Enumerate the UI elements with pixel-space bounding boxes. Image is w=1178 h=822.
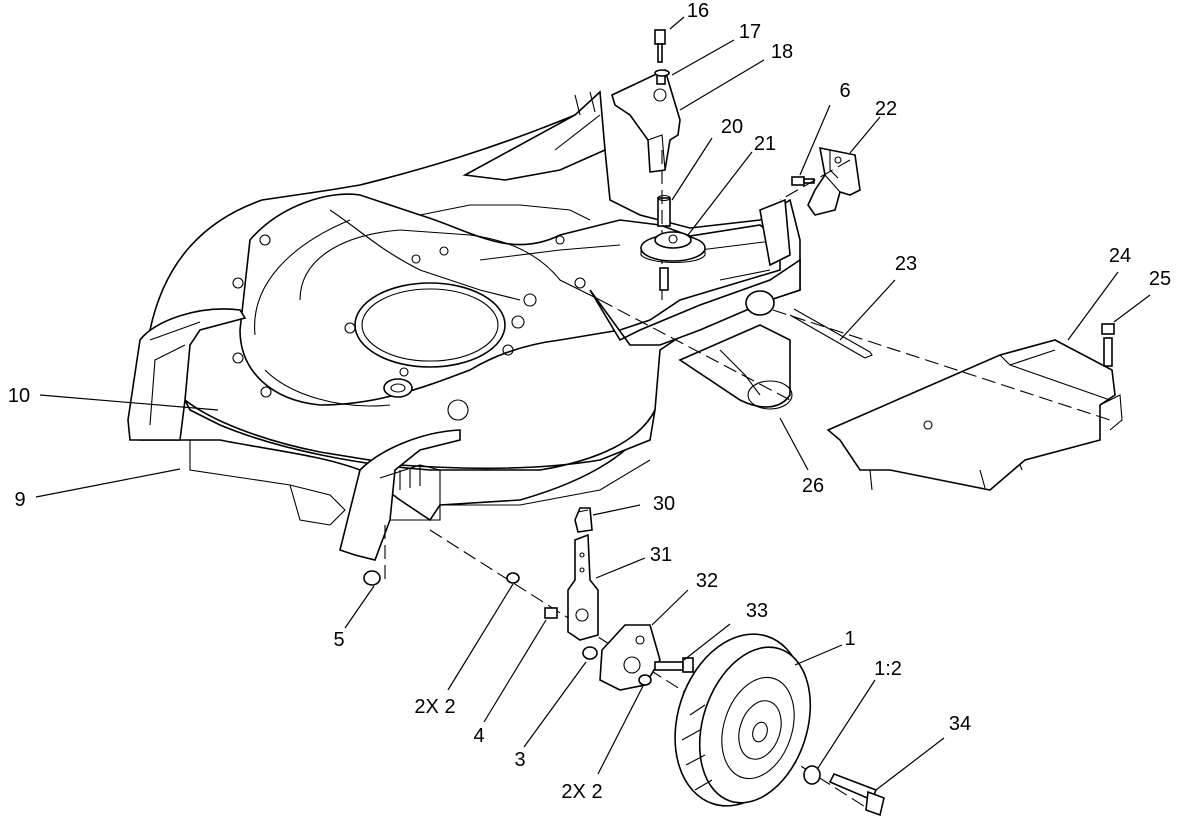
callout-26: 26 — [802, 475, 824, 497]
leader-lines — [35, 16, 1151, 791]
wheel-bracket — [567, 533, 599, 641]
callout-34: 34 — [949, 713, 971, 735]
callout-2x2-right: 2X 2 — [561, 781, 602, 803]
wheel-mount — [599, 624, 661, 691]
discharge-chute — [678, 324, 793, 410]
callout-24: 24 — [1109, 245, 1131, 267]
callout-21: 21 — [754, 133, 776, 155]
callout-5: 5 — [333, 629, 344, 651]
wheel — [674, 633, 812, 807]
callout-31: 31 — [650, 544, 672, 566]
callout-1: 1 — [844, 628, 855, 650]
callout-9: 9 — [14, 489, 25, 511]
callout-32: 32 — [696, 570, 718, 592]
callout-23: 23 — [895, 253, 917, 275]
callout-22: 22 — [875, 98, 897, 120]
height-adjuster-knob — [574, 507, 593, 533]
pulley — [640, 231, 706, 291]
callout-1-2: 1:2 — [874, 658, 902, 680]
callout-30: 30 — [653, 493, 675, 515]
deck-housing — [127, 90, 801, 561]
callout-16: 16 — [687, 0, 709, 22]
bumper — [127, 308, 461, 561]
callout-3: 3 — [514, 749, 525, 771]
belt-cover — [826, 323, 1123, 491]
callout-25: 25 — [1149, 268, 1171, 290]
callout-4: 4 — [473, 725, 484, 747]
callout-labels: 16 17 18 20 21 6 22 23 24 25 10 9 26 30 … — [8, 0, 1171, 803]
callout-20: 20 — [721, 116, 743, 138]
callout-33: 33 — [746, 600, 768, 622]
rear-door-bracket — [611, 29, 681, 173]
callout-18: 18 — [771, 41, 793, 63]
rod — [789, 308, 873, 359]
callout-2x2-left: 2X 2 — [414, 696, 455, 718]
rear-mount-bracket — [791, 146, 861, 216]
callout-17: 17 — [739, 21, 761, 43]
callout-10: 10 — [8, 385, 30, 407]
callout-6: 6 — [839, 80, 850, 102]
spacer — [657, 194, 671, 227]
